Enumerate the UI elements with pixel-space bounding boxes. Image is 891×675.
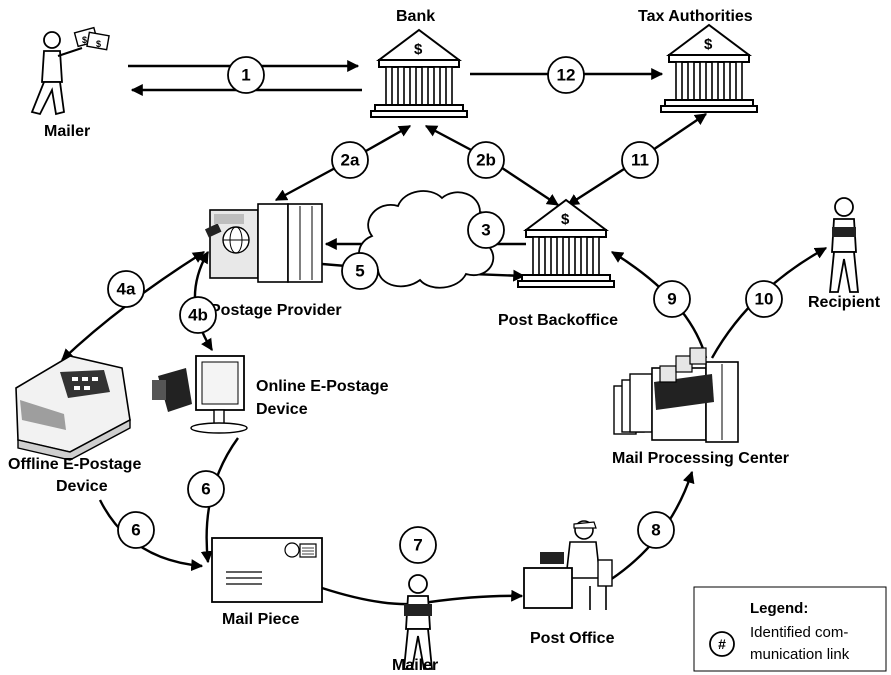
link-7: 7 (400, 527, 436, 563)
svg-text:$: $ (704, 36, 713, 53)
mail-piece-label: Mail Piece (222, 611, 299, 628)
online-device-label-line1: Online E-Postage (256, 378, 389, 395)
bank-label: Bank (396, 8, 435, 25)
tax-bank-icon: $ (661, 25, 757, 112)
offline-device-label-line1: Offline E-Postage (8, 456, 141, 473)
monitor-icon (152, 356, 247, 433)
post-office-label: Post Office (530, 630, 615, 647)
svg-text:$: $ (414, 41, 423, 58)
franking-machine-icon (16, 356, 130, 460)
svg-text:5: 5 (355, 262, 364, 281)
svg-text:6: 6 (131, 521, 140, 540)
svg-text:6: 6 (201, 480, 210, 499)
svg-text:10: 10 (755, 290, 774, 309)
svg-text:3: 3 (481, 221, 490, 240)
link-2b: 2b (468, 142, 504, 178)
post-backoffice-label: Post Backoffice (498, 312, 618, 329)
mailer-icon: $ $ (32, 28, 109, 114)
svg-text:$: $ (82, 35, 87, 45)
recipient-node: Recipient (808, 198, 881, 311)
mailer-bottom-icon (404, 575, 432, 669)
svg-text:$: $ (96, 39, 101, 49)
post-office-node: Post Office (524, 521, 615, 647)
link-12: 12 (548, 57, 584, 93)
link-2a: 2a (332, 142, 368, 178)
sorting-machine-icon (614, 348, 738, 442)
recipient-icon (830, 198, 858, 292)
svg-text:$: $ (561, 211, 570, 228)
bank-node: Bank $ (371, 8, 467, 117)
legend-text-line1: Identified com- (750, 624, 848, 641)
online-device-node: Online E-Postage Device (152, 356, 389, 433)
legend-text-line2: munication link (750, 646, 850, 663)
envelope-icon (212, 538, 322, 602)
bank-icon: $ (371, 30, 467, 117)
post-backoffice-node: $ Post Backoffice (498, 200, 618, 329)
tax-authorities-node: Tax Authorities $ (638, 8, 757, 112)
server-rack-icon (205, 204, 322, 282)
legend-symbol: # (718, 636, 726, 652)
legend-title: Legend: (750, 600, 808, 617)
mail-processing-center-node: Mail Processing Center (612, 348, 789, 467)
link-3: 3 (468, 212, 504, 248)
svg-text:7: 7 (413, 536, 422, 555)
link-6-mid: 6 (188, 471, 224, 507)
svg-text:1: 1 (241, 66, 250, 85)
legend: Legend: # Identified com- munication lin… (694, 587, 886, 671)
svg-text:2a: 2a (341, 151, 360, 170)
post-office-icon (524, 521, 612, 610)
link-8: 8 (638, 512, 674, 548)
link-1: 1 (228, 57, 264, 93)
mailer-bottom-label: Mailer (392, 657, 438, 674)
backoffice-bank-icon: $ (518, 200, 614, 287)
link-4a: 4a (108, 271, 144, 307)
edges (62, 66, 826, 604)
link-9: 9 (654, 281, 690, 317)
mailer-top: $ $ Mailer (32, 28, 109, 140)
mailer-top-label: Mailer (44, 123, 90, 140)
link-markers: 1 12 2a 2b 11 3 5 4a 4b 9 10 6 6 7 8 (108, 57, 782, 563)
link-5: 5 (342, 253, 378, 289)
tax-authorities-label: Tax Authorities (638, 8, 753, 25)
svg-text:2b: 2b (476, 151, 496, 170)
link-11: 11 (622, 142, 658, 178)
mail-processing-center-label: Mail Processing Center (612, 450, 789, 467)
svg-text:4b: 4b (188, 306, 208, 325)
link-10: 10 (746, 281, 782, 317)
link-6-left: 6 (118, 512, 154, 548)
offline-device-node: Offline E-Postage Device (8, 356, 141, 495)
offline-device-label-line2: Device (56, 478, 108, 495)
svg-text:11: 11 (631, 151, 649, 170)
svg-text:12: 12 (557, 66, 576, 85)
link-4b: 4b (180, 297, 216, 333)
svg-text:8: 8 (651, 521, 660, 540)
mail-piece-node: Mail Piece (212, 538, 322, 628)
e-postage-provider-node: E-Postage Provider (194, 204, 342, 319)
recipient-label: Recipient (808, 294, 881, 311)
svg-text:4a: 4a (117, 280, 136, 299)
svg-text:9: 9 (667, 290, 676, 309)
online-device-label-line2: Device (256, 401, 308, 418)
mailer-bottom: Mailer (392, 575, 438, 674)
